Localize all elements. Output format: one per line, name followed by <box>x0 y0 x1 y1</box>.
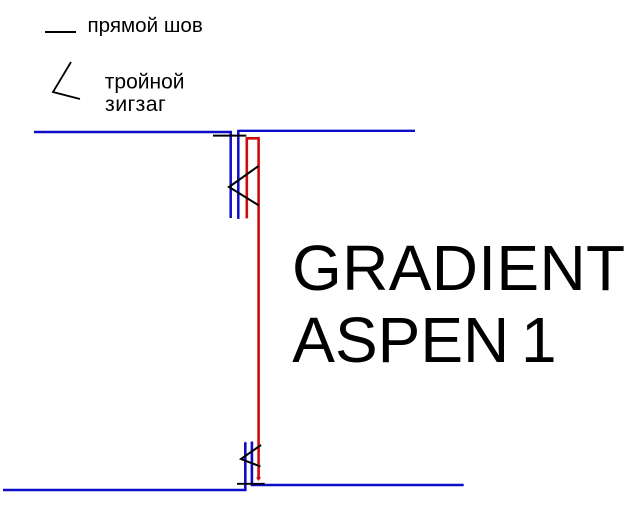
svg-text:ASPEN: ASPEN <box>292 304 509 376</box>
svg-text:тройной: тройной <box>105 71 185 94</box>
svg-text:GRADIENT: GRADIENT <box>292 232 626 304</box>
svg-text:зигзаг: зигзаг <box>105 92 166 116</box>
svg-text:прямой шов: прямой шов <box>88 14 203 37</box>
svg-text:1: 1 <box>521 304 557 376</box>
